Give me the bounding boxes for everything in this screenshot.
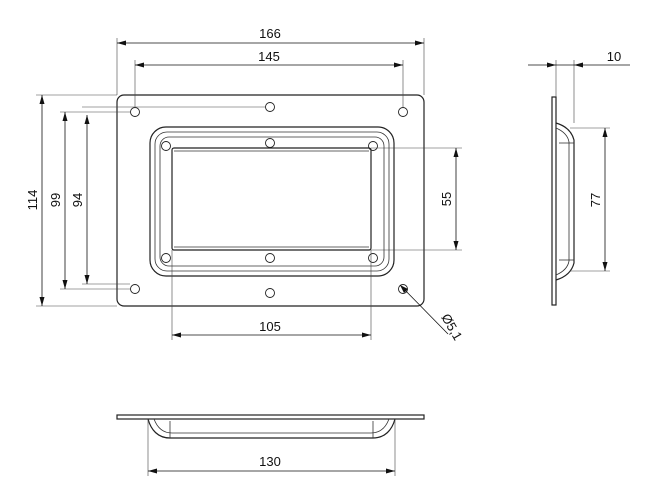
dim-hole-spacing-inner-height-label: 94 (70, 193, 85, 207)
dim-side-recess-height-label: 77 (588, 193, 603, 207)
dim-overall-height-label: 114 (25, 190, 40, 211)
bottom-view (116, 414, 425, 439)
recess-middle-ring (154, 131, 390, 272)
dim-hole-diameter-label: Ø5,1 (438, 311, 465, 343)
dim-hole-diameter: Ø5,1 (399, 284, 465, 343)
dim-hole-spacing-outer-height: 99 (48, 111, 130, 290)
side-view (551, 96, 575, 306)
recess-hole-top-center (265, 138, 275, 148)
dim-side-recess-height: 77 (570, 127, 610, 272)
mounting-hole-top-right (398, 107, 408, 117)
mounting-hole-bottom-left (130, 284, 140, 294)
recess-hole-bottom-left (161, 253, 171, 263)
front-view (116, 94, 425, 307)
dim-side-depth-label: 10 (607, 49, 621, 64)
recess-hole-top-left (161, 141, 171, 151)
dim-side-depth: 10 (528, 49, 630, 123)
dim-hole-spacing-width-label: 145 (258, 49, 280, 64)
dim-hole-spacing-width: 145 (134, 49, 404, 107)
dim-overall-height: 114 (25, 94, 117, 307)
plate-outline (116, 94, 425, 307)
side-recess-profile (555, 122, 575, 281)
dim-bottom-width: 130 (147, 419, 396, 476)
dim-overall-width-label: 166 (259, 26, 281, 41)
mounting-hole-bottom-center (265, 288, 275, 298)
recess-hole-top-right (368, 141, 378, 151)
recess-window (171, 147, 372, 251)
bottom-flange (116, 414, 425, 420)
dim-recess-height: 55 (371, 147, 462, 251)
mounting-hole-top-left (130, 107, 140, 117)
dim-hole-spacing-outer-height-label: 99 (48, 193, 63, 207)
dim-recess-width-label: 105 (259, 319, 281, 334)
dim-bottom-width-label: 130 (259, 454, 281, 469)
recess-outer-ring (149, 126, 395, 277)
bottom-recess-profile (147, 418, 396, 439)
side-flange (551, 96, 557, 306)
recess-hole-bottom-right (368, 253, 378, 263)
recess-hole-bottom-center (265, 253, 275, 263)
dim-recess-height-label: 55 (439, 192, 454, 206)
dim-recess-width: 105 (171, 250, 372, 340)
dim-overall-width: 166 (116, 26, 425, 95)
mounting-hole-top-center (265, 102, 275, 112)
dim-hole-spacing-inner-height: 94 (70, 106, 265, 285)
recess-inner-ring (159, 136, 385, 267)
